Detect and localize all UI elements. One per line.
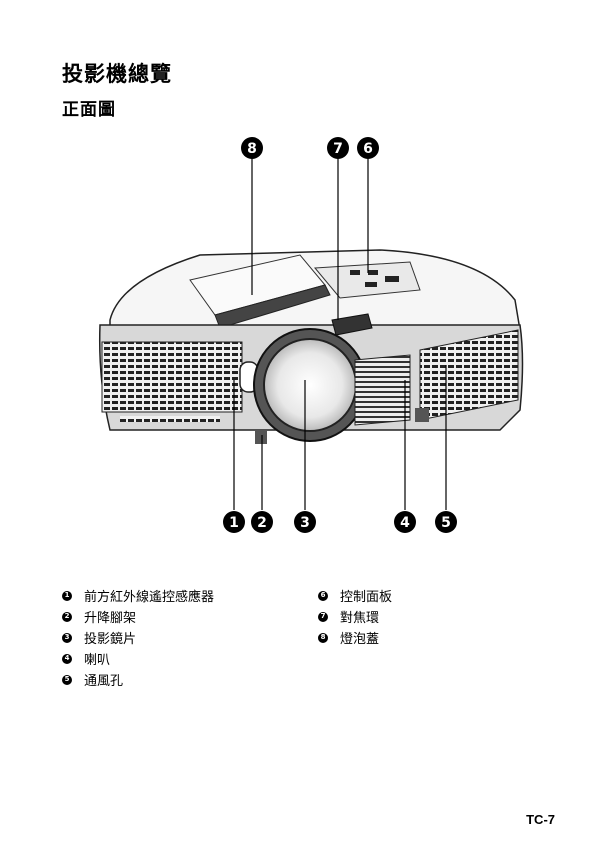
legend-bullet: 6: [318, 590, 328, 601]
page-title: 投影機總覽: [62, 62, 172, 86]
svg-text:2: 2: [257, 515, 267, 531]
legend-bullet: 1: [62, 590, 72, 601]
svg-text:5: 5: [441, 515, 451, 531]
legend-item: 5 通風孔: [62, 669, 214, 690]
legend-label: 控制面板: [340, 590, 393, 605]
legend-item: 7 對焦環: [318, 606, 392, 627]
legend-right-column: 6 控制面板 7 對焦環 8 燈泡蓋: [318, 585, 392, 648]
legend-bullet: 5: [62, 674, 72, 685]
legend-bullet: 4: [62, 653, 72, 664]
legend-label: 前方紅外線遙控感應器: [84, 590, 215, 605]
legend-item: 8 燈泡蓋: [318, 627, 392, 648]
legend-label: 喇叭: [84, 653, 111, 668]
svg-text:4: 4: [400, 515, 410, 531]
callout-8: 8: [241, 137, 263, 159]
legend-bullet: 3: [62, 632, 72, 643]
callout-7: 7: [327, 137, 349, 159]
legend-label: 通風孔: [84, 674, 124, 689]
legend-item: 3 投影鏡片: [62, 627, 214, 648]
legend-label: 投影鏡片: [84, 632, 137, 647]
svg-text:1: 1: [229, 515, 239, 531]
callout-2: 2: [251, 511, 273, 533]
callout-6: 6: [357, 137, 379, 159]
callout-1: 1: [223, 511, 245, 533]
legend-left-column: 1 前方紅外線遙控感應器 2 升降腳架 3 投影鏡片 4 喇叭 5 通風孔: [62, 585, 214, 690]
legend-item: 4 喇叭: [62, 648, 214, 669]
svg-text:7: 7: [333, 141, 343, 157]
callout-3: 3: [294, 511, 316, 533]
svg-text:3: 3: [300, 515, 310, 531]
legend-bullet: 2: [62, 611, 72, 622]
callout-4: 4: [394, 511, 416, 533]
legend-bullet: 7: [318, 611, 328, 622]
legend-label: 升降腳架: [84, 611, 137, 626]
page-number: TC-7: [526, 812, 555, 827]
projector-front-view-illustration: 8 7 6 1 2 3 4 5: [98, 137, 524, 533]
section-subtitle: 正面圖: [62, 100, 116, 120]
svg-text:8: 8: [247, 141, 257, 157]
legend-label: 對焦環: [340, 611, 380, 626]
legend-item: 6 控制面板: [318, 585, 392, 606]
callout-5: 5: [435, 511, 457, 533]
legend-label: 燈泡蓋: [340, 632, 380, 647]
legend-bullet: 8: [318, 632, 328, 643]
legend-item: 2 升降腳架: [62, 606, 214, 627]
legend-item: 1 前方紅外線遙控感應器: [62, 585, 214, 606]
svg-text:6: 6: [363, 141, 373, 157]
